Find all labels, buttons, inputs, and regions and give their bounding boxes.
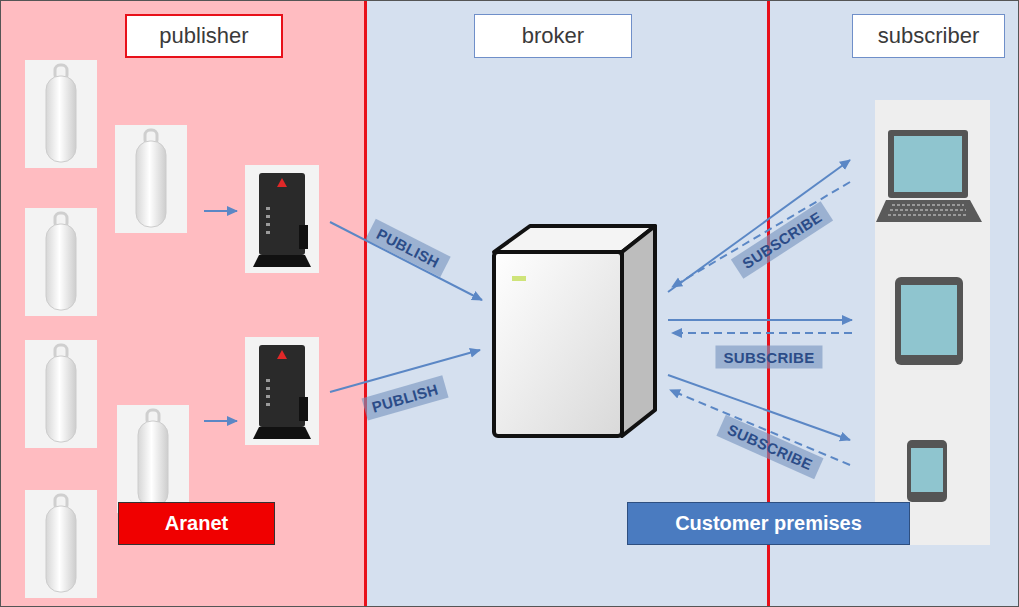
- sensor-icon: [115, 125, 187, 233]
- tablet-icon: [895, 277, 963, 365]
- column-header: publisher: [125, 14, 283, 58]
- laptop-icon: [876, 130, 982, 222]
- server-front: [494, 252, 622, 436]
- tablet-body: [895, 277, 963, 365]
- arrow-label: PUBLISH: [361, 375, 448, 420]
- phone-icon: [907, 440, 947, 502]
- phone-display: [911, 448, 943, 492]
- gateway-icon: [245, 165, 319, 273]
- arrow-label: SUBSCRIBE: [716, 415, 823, 480]
- column-header: subscriber: [852, 14, 1005, 58]
- flow-arrow: [204, 210, 237, 212]
- node-text: subscriber: [878, 23, 979, 48]
- server-side: [622, 226, 655, 436]
- node-text: Aranet: [165, 512, 228, 535]
- server-icon: [494, 226, 655, 436]
- premises-tag: Customer premises: [627, 502, 910, 545]
- sensor-icon: [25, 490, 97, 598]
- laptop-screen: [888, 130, 968, 198]
- sensor-icon: [25, 208, 97, 316]
- arrow-label: SUBSCRIBE: [731, 201, 833, 279]
- node-text: publisher: [159, 23, 248, 48]
- sensor-icon: [117, 405, 189, 513]
- deliver-arrow: [668, 319, 852, 321]
- phone-body: [907, 440, 947, 502]
- gateway-icon: [245, 337, 319, 445]
- node-text: broker: [522, 23, 584, 48]
- laptop-display: [894, 136, 962, 192]
- column-header: broker: [474, 14, 632, 58]
- node-text: Customer premises: [675, 512, 862, 535]
- arrow-label: SUBSCRIBE: [715, 346, 822, 369]
- laptop-base: [876, 200, 982, 222]
- tablet-display: [901, 285, 957, 355]
- divider-line: [364, 0, 367, 607]
- subscribe-arrow: [672, 182, 850, 287]
- server-led: [512, 276, 526, 281]
- device-panel: [875, 100, 990, 545]
- sensor-icon: [25, 340, 97, 448]
- sensor-icon: [25, 60, 97, 168]
- subscribe-arrow: [672, 332, 852, 334]
- vendor-tag: Aranet: [118, 502, 275, 545]
- arrow-label: PUBLISH: [365, 219, 450, 278]
- publisher-ground: [0, 0, 366, 607]
- laptop-keys: [888, 205, 968, 215]
- flow-arrow: [204, 420, 237, 422]
- deliver-arrow: [668, 160, 850, 292]
